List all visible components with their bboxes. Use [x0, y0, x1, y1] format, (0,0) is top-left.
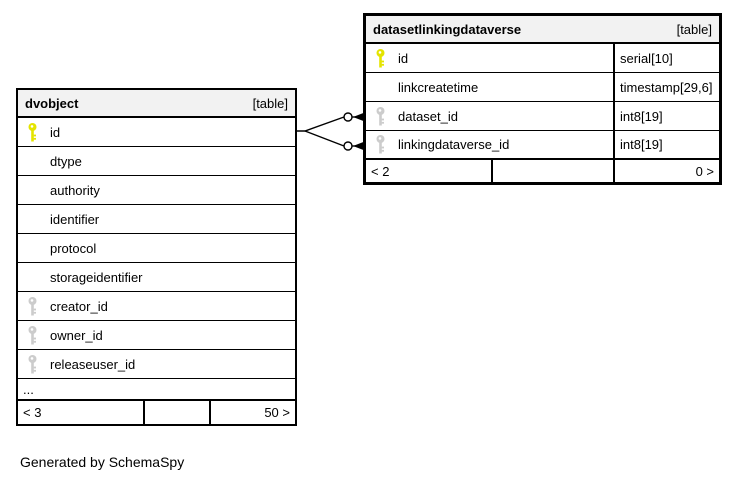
column-type: int8[19]: [613, 102, 719, 130]
column-row-creator_id: creator_id: [18, 292, 295, 321]
column-row-protocol: protocol: [18, 234, 295, 263]
column-name: protocol: [50, 240, 97, 256]
column-row-id: id serial[10]: [366, 44, 719, 73]
column-row-linkingdataverse_id: linkingdataverse_id int8[19]: [366, 131, 719, 160]
table-name[interactable]: dvobject: [25, 95, 79, 111]
truncated-columns-ellipsis: ...: [18, 379, 295, 401]
foreign-key-icon: [28, 325, 37, 345]
column-name: authority: [50, 182, 100, 198]
table-datasetlinkingdataverse[interactable]: datasetlinkingdataverse [table] id seria…: [363, 13, 722, 185]
foreign-key-icon: [376, 135, 385, 154]
column-row-storageidentifier: storageidentifier: [18, 263, 295, 292]
primary-key-icon: [28, 122, 37, 142]
key-icon-spacer: [28, 181, 37, 200]
key-icon-spacer: [28, 239, 37, 258]
footer-middle-cell: [491, 160, 613, 182]
column-name: dataset_id: [398, 108, 458, 124]
key-icon-spacer: [28, 152, 37, 171]
column-name: id: [50, 124, 61, 140]
column-row-identifier: identifier: [18, 205, 295, 234]
table-header[interactable]: dvobject [table]: [18, 90, 295, 118]
column-row-authority: authority: [18, 176, 295, 205]
table-header[interactable]: datasetlinkingdataverse [table]: [366, 16, 719, 44]
column-name: identifier: [50, 211, 100, 227]
column-row-linkcreatetime: linkcreatetime timestamp[29,6]: [366, 73, 719, 102]
column-name: creator_id: [50, 298, 108, 314]
column-name: dtype: [50, 153, 82, 169]
table-footer: < 2 0 >: [366, 160, 719, 182]
schemaspy-credit: Generated by SchemaSpy: [20, 454, 185, 470]
table-type-badge: [table]: [252, 95, 288, 111]
column-row-id: id: [18, 118, 295, 147]
primary-key-icon: [376, 48, 385, 68]
column-name: storageidentifier: [50, 269, 143, 285]
foreign-key-icon: [28, 296, 37, 316]
column-name: owner_id: [50, 327, 103, 343]
column-row-releaseuser_id: releaseuser_id: [18, 350, 295, 379]
column-type: timestamp[29,6]: [613, 73, 719, 101]
table-footer: < 3 50 >: [18, 401, 295, 424]
table-dvobject[interactable]: dvobject [table] id dtype authority iden…: [16, 88, 297, 426]
foreign-key-icon: [376, 106, 385, 126]
foreign-key-icon: [28, 354, 37, 374]
footer-middle-cell: [143, 401, 209, 424]
column-type: serial[10]: [613, 44, 719, 72]
column-row-owner_id: owner_id: [18, 321, 295, 350]
key-icon-spacer: [28, 268, 37, 287]
key-icon-spacer: [28, 210, 37, 229]
footer-children-count: < 3: [23, 405, 42, 420]
column-row-dataset_id: dataset_id int8[19]: [366, 102, 719, 131]
column-name: linkcreatetime: [398, 79, 479, 95]
column-name: linkingdataverse_id: [398, 137, 510, 152]
footer-rows-count: 0 >: [613, 160, 719, 182]
fk-connector-linkingdataverse_id: [304, 130, 364, 151]
column-type: int8[19]: [613, 131, 719, 158]
key-icon-spacer: [376, 78, 385, 97]
table-type-badge: [table]: [676, 21, 712, 37]
footer-rows-count: 50 >: [209, 401, 295, 424]
column-name: releaseuser_id: [50, 356, 136, 372]
column-row-dtype: dtype: [18, 147, 295, 176]
footer-parents-count: < 2: [371, 163, 390, 179]
fk-connector-dataset_id: [297, 112, 364, 132]
column-name: id: [398, 50, 409, 66]
table-name[interactable]: datasetlinkingdataverse: [373, 21, 522, 37]
